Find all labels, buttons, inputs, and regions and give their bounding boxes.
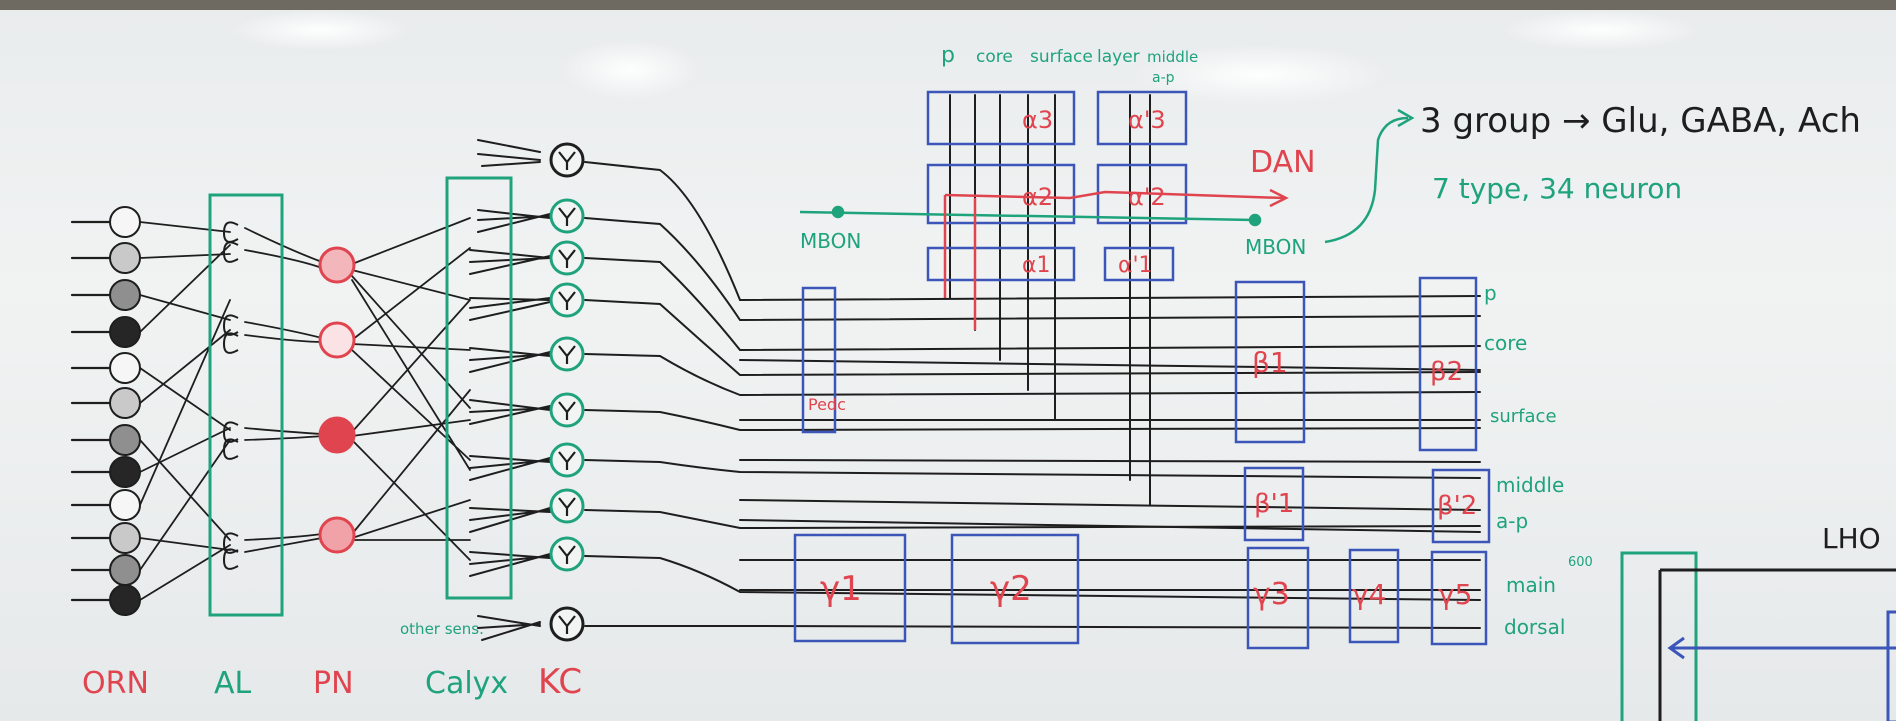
calyx-box	[445, 176, 513, 600]
label-types: 7 type, 34 neuron	[1432, 172, 1682, 205]
label-right-count: 600	[1568, 555, 1593, 570]
label-right-p: p	[1484, 281, 1497, 305]
label-alpha1: α1	[1022, 253, 1051, 278]
label-top-layer: layer	[1097, 47, 1140, 67]
orn-cells	[109, 206, 141, 616]
light-glare	[1130, 45, 1390, 105]
label-mbon-right: MBON	[1245, 235, 1306, 259]
label-right-dorsal: dorsal	[1504, 615, 1565, 639]
label-lho: LHO	[1822, 522, 1881, 555]
label-beta2-prime: β'2	[1437, 491, 1477, 521]
orn-al-connections	[139, 221, 231, 601]
pn-calyx-connections	[351, 217, 471, 561]
label-mbon-left: MBON	[800, 229, 861, 253]
label-pn: PN	[313, 666, 354, 701]
label-other-sens: other sens.	[400, 620, 484, 638]
label-beta1: β1	[1252, 346, 1288, 379]
label-pedc: Pedc	[808, 395, 846, 414]
pedc-box	[801, 286, 837, 434]
label-right-ap: a-p	[1496, 509, 1528, 533]
label-top-ap: a-p	[1152, 70, 1175, 86]
label-right-surface: surface	[1490, 406, 1557, 427]
label-gamma1: γ1	[820, 569, 862, 609]
light-glare	[560, 40, 700, 100]
label-beta1-prime: β'1	[1254, 489, 1294, 519]
mbon-line	[799, 108, 1415, 244]
kc-y-glyphs	[558, 151, 576, 634]
label-top-p: p	[941, 43, 955, 68]
dan-line	[943, 188, 1289, 330]
label-alpha3-prime: α'3	[1128, 106, 1166, 134]
label-alpha1-prime: α'1	[1118, 253, 1153, 278]
label-gamma5: γ5	[1438, 578, 1472, 611]
kc-axons	[584, 161, 1481, 629]
label-alpha2: α2	[1022, 183, 1053, 211]
whiteboard-frame	[0, 0, 1896, 10]
label-top-core: core	[976, 47, 1013, 67]
label-dan: DAN	[1250, 145, 1316, 180]
label-alpha2-prime: α'2	[1128, 183, 1166, 211]
pn-cells	[318, 246, 356, 554]
label-calyx: Calyx	[425, 666, 508, 701]
label-alpha3: α3	[1022, 106, 1053, 134]
label-groups: 3 group → Glu, GABA, Ach	[1420, 101, 1861, 141]
label-kc: KC	[538, 662, 582, 702]
label-gamma3: γ3	[1253, 577, 1290, 612]
alpha-fibres	[949, 94, 1151, 506]
light-glare	[1500, 10, 1700, 50]
label-gamma2: γ2	[990, 569, 1032, 609]
al-pn-connections	[244, 227, 323, 553]
light-glare	[230, 10, 410, 50]
al-glomeruli	[222, 221, 239, 570]
label-al: AL	[214, 666, 252, 701]
label-gamma4: γ4	[1352, 578, 1386, 611]
label-right-core: core	[1484, 331, 1527, 355]
label-right-middle: middle	[1496, 473, 1564, 497]
label-orn: ORN	[82, 666, 149, 701]
label-beta2: β2	[1430, 357, 1463, 387]
label-top-surface: surface	[1030, 47, 1093, 67]
orn-inputs	[70, 220, 112, 602]
lobe-compartments	[793, 276, 1491, 650]
label-top-middle: middle	[1147, 48, 1198, 66]
label-right-main: main	[1506, 573, 1556, 597]
alpha-compartments	[926, 90, 1188, 282]
al-box	[208, 193, 284, 617]
lho-box	[1620, 551, 1896, 721]
